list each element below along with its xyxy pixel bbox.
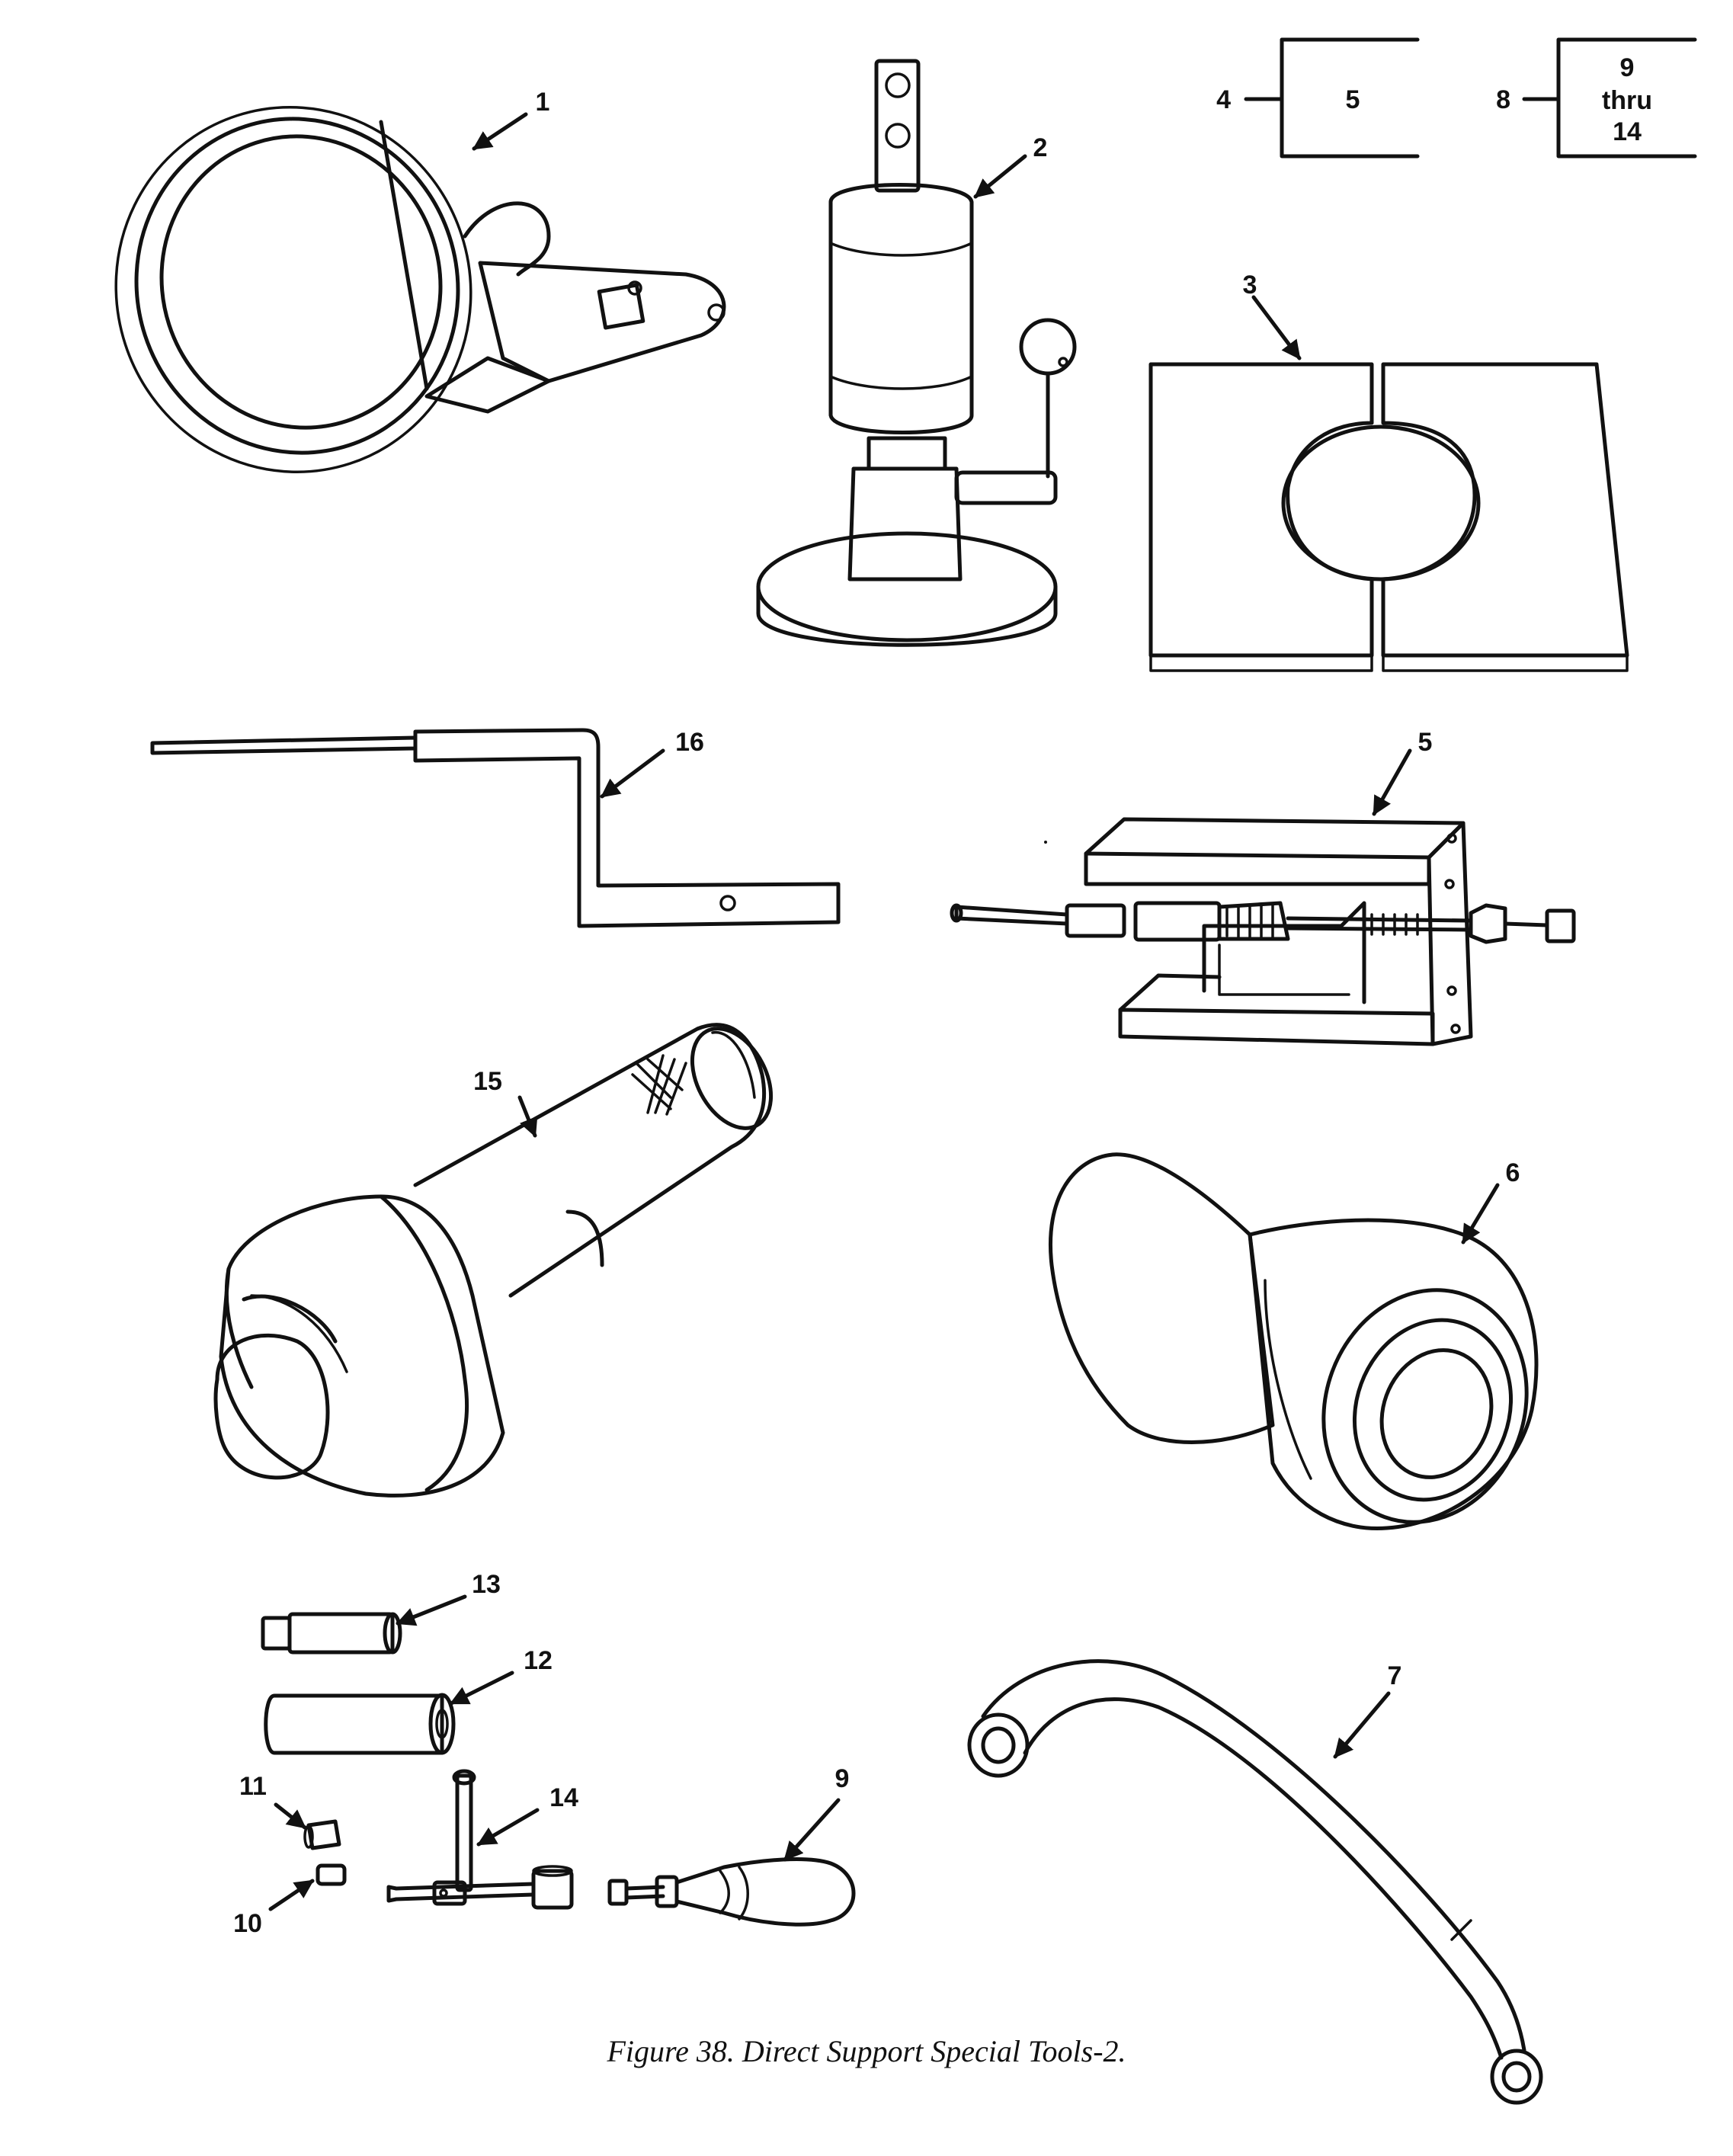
tool-13-adapter bbox=[261, 1612, 402, 1655]
callout-1: 1 bbox=[536, 88, 550, 117]
callout-11: 11 bbox=[239, 1772, 267, 1801]
tool-3-split-plate bbox=[1148, 362, 1629, 672]
legend-box-8-9-thru-14: 8 9 thru 14 bbox=[1496, 37, 1697, 159]
tool-1-strap-wrench bbox=[114, 106, 726, 473]
callout-7: 7 bbox=[1388, 1661, 1402, 1690]
legend-box-4-5: 4 5 bbox=[1216, 37, 1420, 159]
tool-10-bit bbox=[316, 1863, 347, 1886]
legend-lead-label: 8 bbox=[1496, 85, 1510, 114]
tool-7-curved-bar bbox=[967, 1659, 1543, 2105]
tool-15-installer-sleeve bbox=[213, 1023, 774, 1498]
legend-lead-label: 4 bbox=[1216, 85, 1231, 114]
tool-11-bit bbox=[303, 1819, 341, 1850]
callout-10: 10 bbox=[233, 1909, 262, 1938]
tool-5-puller-frame bbox=[950, 817, 1576, 1046]
tool-6-seal-driver bbox=[1049, 1152, 1539, 1531]
legend-box-text: 5 bbox=[1346, 85, 1360, 114]
callout-2: 2 bbox=[1033, 133, 1048, 162]
tool-16-bent-rod bbox=[150, 728, 841, 928]
callout-13: 13 bbox=[472, 1570, 501, 1599]
callout-3: 3 bbox=[1243, 271, 1257, 300]
callout-16: 16 bbox=[675, 728, 704, 757]
callout-15: 15 bbox=[473, 1067, 502, 1096]
tool-12-socket bbox=[264, 1693, 456, 1755]
figure-caption: Figure 38. Direct Support Special Tools-… bbox=[607, 2034, 1126, 2068]
callout-14: 14 bbox=[549, 1783, 578, 1812]
legend-box-text: thru bbox=[1602, 86, 1652, 115]
legend-box-text: 14 bbox=[1613, 117, 1642, 146]
callout-12: 12 bbox=[524, 1646, 553, 1675]
tool-2-holding-fixture bbox=[756, 59, 1077, 647]
legend-box-text: 9 bbox=[1620, 53, 1635, 82]
callout-5: 5 bbox=[1418, 728, 1433, 757]
tool-9-driver bbox=[607, 1857, 856, 1927]
callout-6: 6 bbox=[1506, 1158, 1520, 1187]
tool-14-t-handle bbox=[386, 1769, 574, 1910]
callout-9: 9 bbox=[835, 1764, 850, 1793]
